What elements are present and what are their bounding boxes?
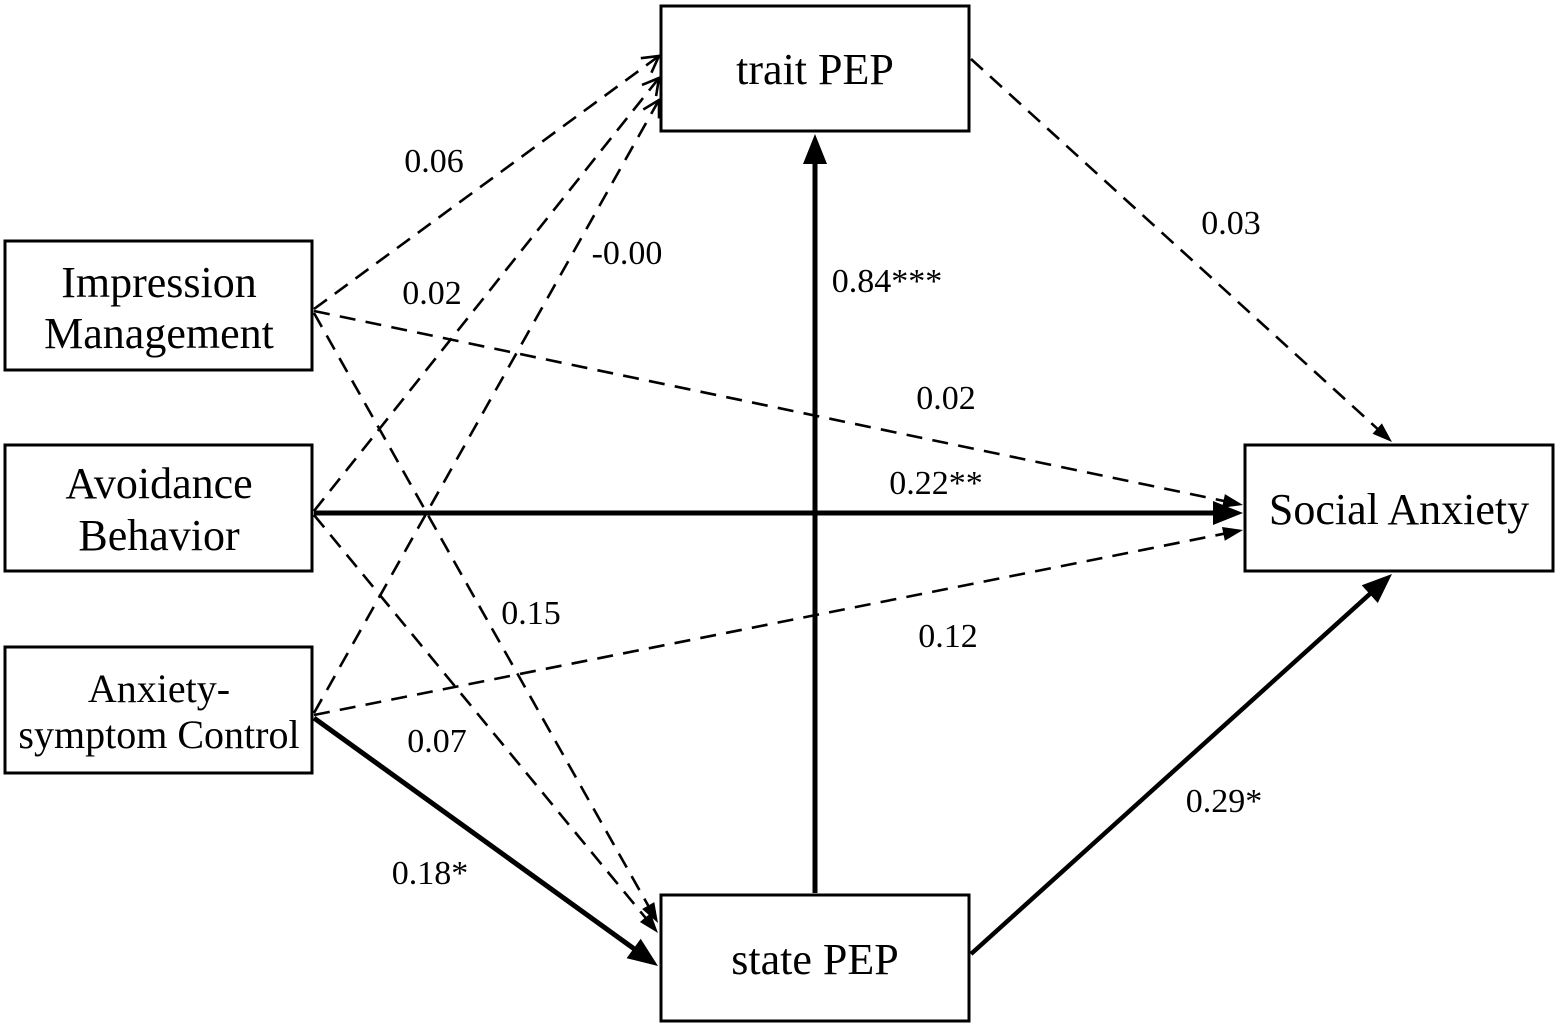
anxiety-symptom-control-to-trait-pep-line [312, 99, 661, 714]
state-pep-box [659, 893, 971, 1023]
state-pep-to-social-anxiety-arrowhead [1361, 574, 1392, 603]
social-anxiety-box [1243, 443, 1555, 573]
social-anxiety-label: Social Anxiety [1269, 485, 1529, 534]
avoidance-behavior-to-trait-pep-arrowhead [641, 75, 661, 97]
avoidance-behavior-to-state-pep-line [312, 514, 652, 925]
impression-management-label-line2: Management [44, 309, 274, 358]
impression-management-label-line1: Impression [61, 258, 257, 307]
state-pep-to-social-anxiety-line [969, 584, 1381, 956]
coefficients-layer: 0.06 0.02 -0.00 0.02 0.22** 0.12 0.15 0.… [392, 143, 1263, 892]
impression-management-to-social-anxiety-path [313, 309, 1243, 508]
avoidance-behavior-to-state-pep-arrowhead [639, 913, 658, 933]
trait-pep-box [659, 4, 971, 133]
coefficient-avoidance-behavior-to-social-anxiety: 0.22** [889, 465, 983, 502]
state-pep-label: state PEP [731, 935, 898, 984]
avoidance-behavior-label-line2: Behavior [78, 511, 240, 560]
impression-management-to-state-pep-path [312, 312, 658, 923]
anxiety-symptom-control-node: Anxiety- symptom Control [3, 645, 314, 775]
trait-pep-to-social-anxiety-line [970, 58, 1384, 435]
anxiety-symptom-control-to-state-pep-line [312, 715, 645, 958]
avoidance-behavior-to-state-pep-path [312, 514, 658, 933]
trait-pep-label: trait PEP [736, 45, 894, 94]
anxiety-symptom-control-box [3, 645, 314, 775]
state-pep-to-trait-pep-arrowhead [803, 134, 827, 164]
anxiety-symptom-control-to-social-anxiety-line [313, 531, 1232, 717]
state-pep-node: state PEP [659, 893, 971, 1023]
anxiety-symptom-control-label-line2: symptom Control [18, 712, 299, 757]
avoidance-behavior-to-social-anxiety-path [314, 501, 1243, 525]
coefficient-state-pep-to-trait-pep: 0.84*** [832, 263, 943, 300]
avoidance-behavior-label-line1: Avoidance [65, 459, 252, 508]
anxiety-symptom-control-to-state-pep-path [312, 715, 658, 966]
coefficient-anxiety-symptom-control-to-trait-pep: -0.00 [592, 235, 663, 272]
coefficient-avoidance-behavior-to-state-pep: 0.07 [407, 723, 467, 760]
anxiety-symptom-control-to-trait-pep-arrowhead [642, 97, 661, 119]
state-pep-to-trait-pep-path [803, 134, 827, 893]
coefficient-anxiety-symptom-control-to-social-anxiety: 0.12 [918, 618, 978, 655]
coefficient-trait-pep-to-social-anxiety: 0.03 [1201, 205, 1261, 242]
coefficient-state-pep-to-social-anxiety: 0.29* [1186, 783, 1263, 820]
coefficient-avoidance-behavior-to-trait-pep: 0.02 [402, 275, 462, 312]
anxiety-symptom-control-to-social-anxiety-path [313, 527, 1243, 717]
impression-management-to-trait-pep-line [313, 54, 660, 311]
avoidance-behavior-to-trait-pep-path [312, 75, 661, 512]
trait-pep-node: trait PEP [659, 4, 971, 133]
impression-management-to-social-anxiety-arrowhead [1222, 494, 1243, 508]
social-anxiety-node: Social Anxiety [1243, 443, 1555, 573]
coefficient-impression-management-to-social-anxiety: 0.02 [916, 380, 976, 417]
anxiety-symptom-control-label-line1: Anxiety- [88, 666, 230, 711]
impression-management-node: Impression Management [3, 239, 314, 372]
avoidance-behavior-to-social-anxiety-arrowhead [1213, 501, 1243, 525]
trait-pep-to-social-anxiety-path [970, 58, 1392, 442]
impression-management-to-state-pep-line [312, 312, 654, 914]
impression-management-to-state-pep-arrowhead [642, 902, 658, 923]
trait-pep-to-social-anxiety-arrowhead [1372, 423, 1392, 442]
avoidance-behavior-to-trait-pep-line [312, 77, 661, 512]
nodes-layer: trait PEP Impression Management Avoidanc… [3, 4, 1555, 1023]
anxiety-symptom-control-to-social-anxiety-arrowhead [1222, 527, 1243, 541]
impression-management-to-trait-pep-arrowhead [640, 54, 662, 74]
anxiety-symptom-control-to-trait-pep-path [312, 97, 661, 714]
impression-management-to-trait-pep-path [313, 54, 662, 311]
coefficient-impression-management-to-trait-pep: 0.06 [404, 143, 464, 180]
anxiety-symptom-control-to-state-pep-arrowhead [626, 938, 658, 966]
coefficient-impression-management-to-state-pep: 0.15 [501, 595, 561, 632]
avoidance-behavior-box [3, 443, 314, 573]
impression-management-box [3, 239, 314, 372]
coefficient-anxiety-symptom-control-to-state-pep: 0.18* [392, 855, 469, 892]
paths-layer [312, 54, 1392, 966]
avoidance-behavior-node: Avoidance Behavior [3, 443, 314, 573]
impression-management-to-social-anxiety-line [313, 309, 1232, 504]
state-pep-to-social-anxiety-path [969, 574, 1392, 956]
